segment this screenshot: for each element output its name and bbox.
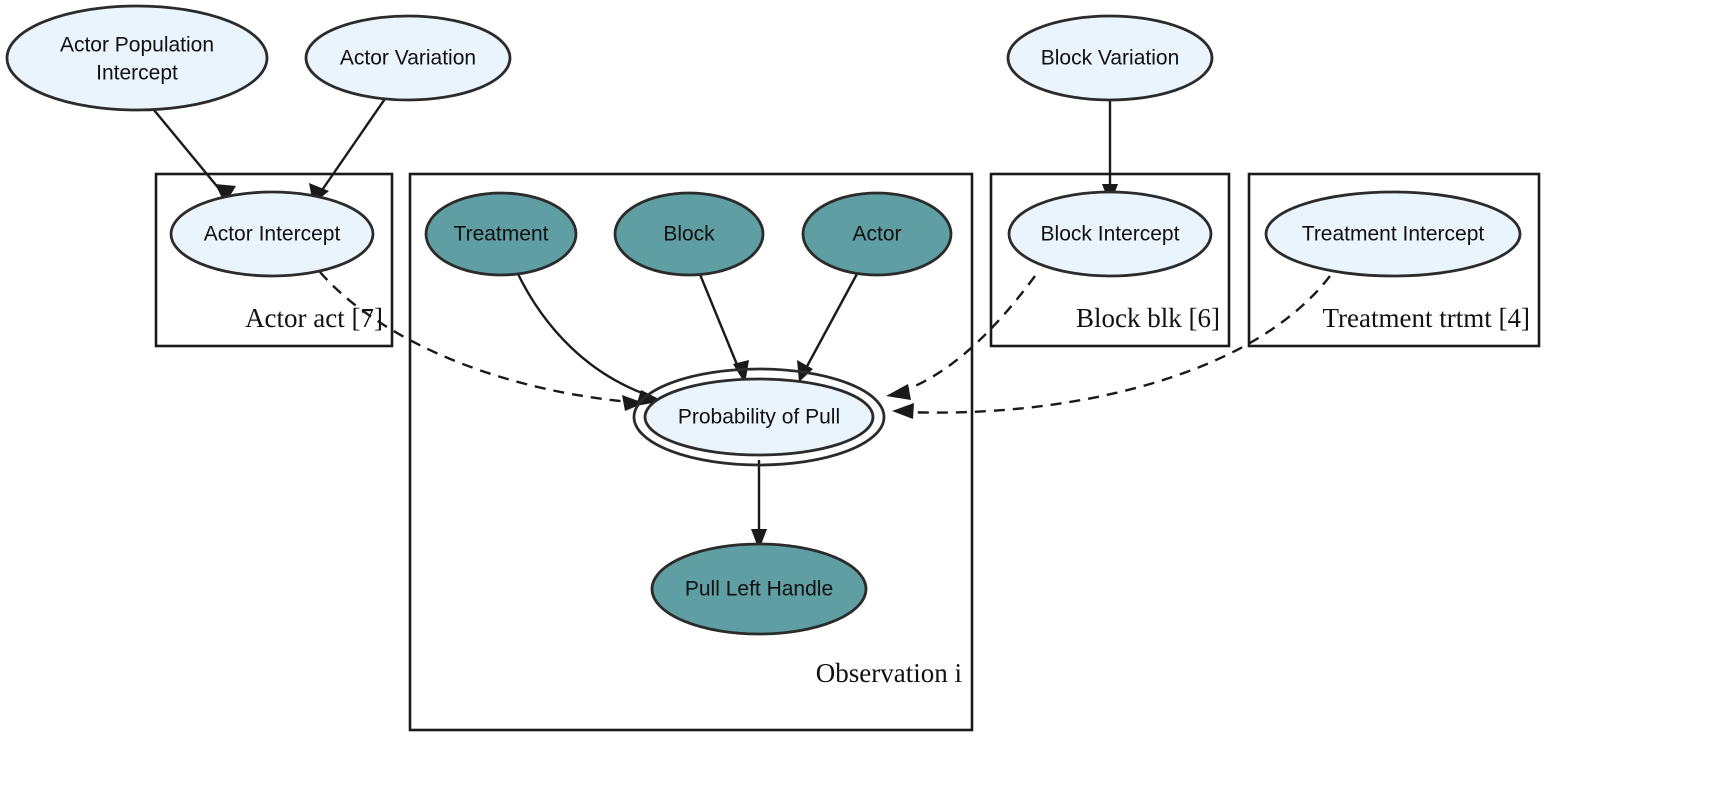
node-actor-shape[interactable] xyxy=(801,191,953,277)
edge-actor-variation-to-actor-intercept xyxy=(309,92,390,204)
arrowhead-icon xyxy=(751,529,767,550)
plate-treatment: Treatment trtmt [4] xyxy=(1247,172,1541,348)
node-probability-of-pull-outer-ring xyxy=(632,367,886,467)
node-treatment-intercept[interactable]: Treatment Intercept xyxy=(1264,190,1522,278)
node-block-intercept[interactable]: Block Intercept xyxy=(1007,190,1213,278)
node-actor-label: Actor xyxy=(852,223,901,246)
node-actor-intercept-shape[interactable] xyxy=(169,190,375,278)
node-block-label: Block xyxy=(663,223,715,246)
node-block-variation-label: Block Variation xyxy=(1041,47,1180,70)
edge-treatment-to-probability-of-pull xyxy=(515,271,663,406)
plate-block: Block blk [6] xyxy=(989,172,1231,348)
node-actor-population-intercept[interactable]: Actor Population Intercept xyxy=(5,4,269,112)
plate-actor-label: Actor act [7] xyxy=(245,303,383,333)
node-block-intercept-label: Block Intercept xyxy=(1041,223,1180,246)
node-actor[interactable]: Actor xyxy=(801,191,953,277)
edge-probability-of-pull-to-pull-left-handle xyxy=(751,460,767,550)
node-treatment[interactable]: Treatment xyxy=(424,191,578,277)
node-actor-population-intercept-label-line2: Intercept xyxy=(96,62,178,85)
node-pull-left-handle[interactable]: Pull Left Handle xyxy=(650,542,868,636)
node-block-variation-shape[interactable] xyxy=(1006,14,1214,102)
node-block-shape[interactable] xyxy=(613,191,765,277)
node-actor-intercept-label: Actor Intercept xyxy=(204,223,341,246)
node-block[interactable]: Block xyxy=(613,191,765,277)
edge-actor-population-intercept-to-actor-intercept xyxy=(148,103,236,204)
plate-observation-rect xyxy=(408,172,974,732)
edge-block-intercept-to-probability-of-pull xyxy=(886,275,1036,400)
plate-actor: Actor act [7] xyxy=(154,172,394,348)
plate-treatment-label: Treatment trtmt [4] xyxy=(1323,303,1530,333)
plate-observation-label: Observation i xyxy=(816,658,962,688)
node-actor-intercept[interactable]: Actor Intercept xyxy=(169,190,375,278)
node-pull-left-handle-shape[interactable] xyxy=(650,542,868,636)
node-treatment-label: Treatment xyxy=(454,223,549,246)
arrowhead-icon xyxy=(215,184,236,204)
node-probability-of-pull-shape[interactable] xyxy=(643,377,875,457)
node-actor-variation[interactable]: Actor Variation xyxy=(304,14,512,102)
node-treatment-shape[interactable] xyxy=(424,191,578,277)
edge-treatment-intercept-to-probability-of-pull xyxy=(892,275,1331,419)
node-pull-left-handle-label: Pull Left Handle xyxy=(685,578,833,601)
node-treatment-intercept-label: Treatment Intercept xyxy=(1302,223,1485,246)
edge-actor-intercept-to-probability-of-pull xyxy=(319,271,644,411)
node-block-variation[interactable]: Block Variation xyxy=(1006,14,1214,102)
edge-block-variation-to-block-intercept xyxy=(1102,95,1118,205)
node-actor-variation-label: Actor Variation xyxy=(340,47,476,70)
plate-treatment-rect xyxy=(1247,172,1541,348)
node-actor-population-intercept-shape[interactable] xyxy=(5,4,269,112)
node-block-intercept-shape[interactable] xyxy=(1007,190,1213,278)
arrowhead-icon xyxy=(886,384,911,400)
node-probability-of-pull-label: Probability of Pull xyxy=(678,406,840,429)
node-actor-variation-shape[interactable] xyxy=(304,14,512,102)
plate-block-label: Block blk [6] xyxy=(1076,303,1220,333)
arrowhead-icon xyxy=(622,395,644,411)
edge-block-to-probability-of-pull xyxy=(697,271,749,384)
node-actor-population-intercept-label-line1: Actor Population xyxy=(60,34,214,57)
node-probability-of-pull[interactable]: Probability of Pull xyxy=(632,367,886,467)
node-treatment-intercept-shape[interactable] xyxy=(1264,190,1522,278)
plate-observation: Observation i xyxy=(408,172,974,732)
arrowhead-icon xyxy=(892,403,914,419)
edge-actor-to-probability-of-pull xyxy=(797,271,860,382)
plate-actor-rect xyxy=(154,172,394,348)
